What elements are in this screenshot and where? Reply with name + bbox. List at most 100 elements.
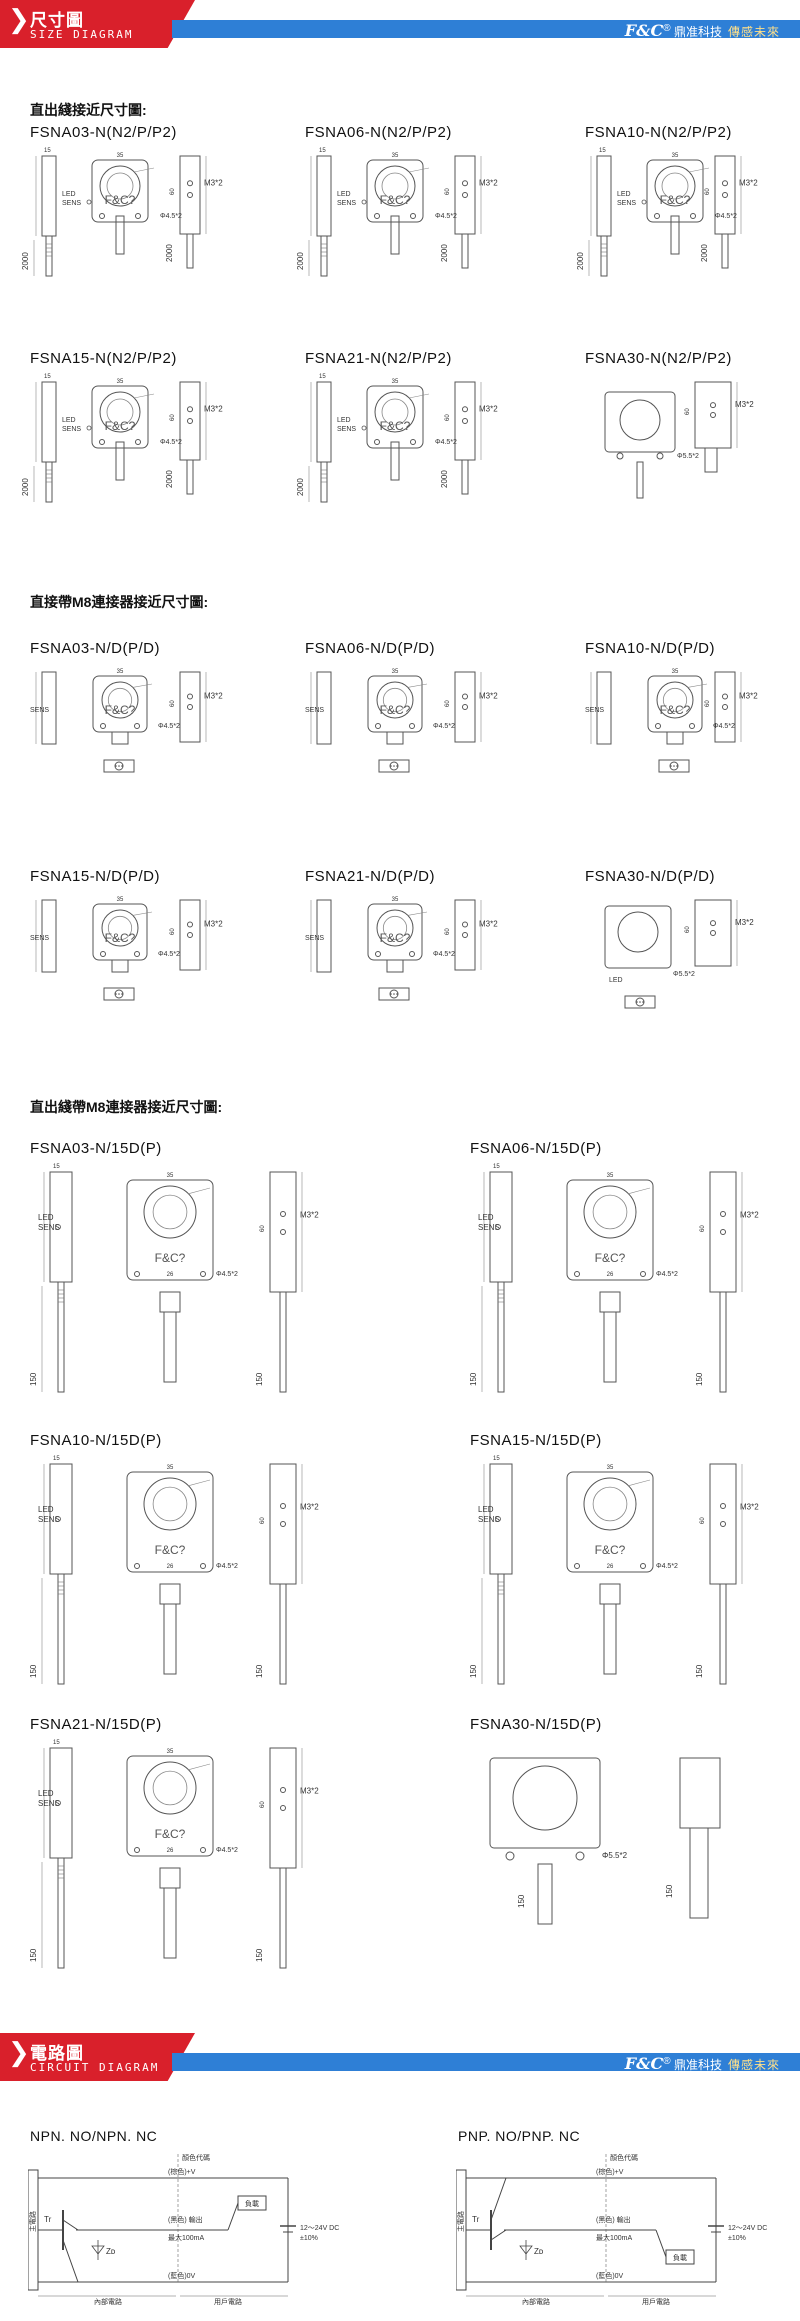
internal-circuit-label: 內部電路	[522, 2297, 550, 2305]
mount-hole-label: Φ4.5*2	[435, 213, 457, 220]
sensor-right-view	[454, 899, 476, 971]
mount-screw-label: M3*2	[300, 1211, 319, 1220]
brand-face-label: F&C?	[105, 931, 136, 945]
max-current-label: 最大100mA	[596, 2233, 633, 2242]
model-label: FSNA30-N/15D(P)	[470, 1716, 602, 1733]
brand-face-label: F&C?	[380, 931, 411, 945]
mount-screw-label: M3*2	[204, 920, 223, 929]
width-dim-label: 35	[392, 379, 399, 385]
led-label: LED	[62, 191, 76, 198]
sens-label: SENS	[30, 707, 49, 714]
chevron-right-icon: ❯	[8, 4, 30, 34]
m8-connector	[378, 759, 410, 773]
m8-connector	[658, 759, 690, 773]
sensing-ring	[374, 165, 416, 207]
color-code-label: 顏色代碼	[182, 2153, 210, 2162]
sensor-right-view	[269, 1747, 297, 1869]
wire-0v-label: (藍色)0V	[596, 2271, 624, 2280]
sensor-front-view	[366, 385, 424, 449]
cable	[57, 1857, 65, 1969]
circuit-title-pnp: PNP. NO/PNP. NC	[458, 2128, 581, 2144]
sensor-right-view	[454, 381, 476, 461]
cable-length-label: 150	[255, 1664, 264, 1678]
mount-screw-label: M3*2	[479, 692, 498, 701]
m8-connector	[378, 987, 410, 1001]
mount-hole-label: Φ5.5*2	[602, 1851, 628, 1860]
sensor-front-view	[126, 1179, 214, 1281]
model-label: FSNA15-N/15D(P)	[470, 1432, 602, 1449]
mount-screw-label: M3*2	[739, 692, 758, 701]
sensing-ring	[374, 391, 416, 433]
led-label: LED	[337, 191, 351, 198]
brand-face-label: F&C?	[155, 1251, 186, 1265]
cable	[497, 1573, 505, 1685]
led-label: LED	[38, 1505, 54, 1514]
model-label: FSNA10-N/15D(P)	[30, 1432, 162, 1449]
cable-length-label: 150	[469, 1372, 478, 1386]
cable-length-label: 150	[255, 1372, 264, 1386]
circuit-diagram-banner: ❯ 電路圖 CIRCUIT DIAGRAM F&C® 鼎准科技傳感未來	[0, 2033, 800, 2081]
model-label: FSNA10-N(N2/P/P2)	[585, 124, 732, 141]
height-dim-label: 60	[260, 1801, 266, 1808]
user-circuit-label: 用戶電路	[642, 2297, 670, 2305]
dimension-drawing: Φ5.5*2M3*260	[604, 381, 754, 499]
sensor-side-view	[596, 155, 612, 237]
cable-length-label: 2000	[165, 470, 174, 488]
sens-label: SENS	[478, 1223, 500, 1232]
width-dim-label: 35	[167, 1465, 174, 1471]
sensor-side-view	[41, 899, 57, 973]
group-title-cable-m8: 直出綫帶M8連接器接近尺寸圖:	[30, 1099, 223, 1115]
model-label: FSNA06-N/15D(P)	[470, 1140, 602, 1157]
mount-hole-label: Φ4.5*2	[158, 951, 180, 958]
sensor-right-view	[694, 899, 732, 967]
mount-hole-label: Φ4.5*2	[433, 723, 455, 730]
zener-label: Zᴅ	[106, 2247, 116, 2256]
brand-logo: F&C® 鼎准科技傳感未來	[624, 2054, 780, 2073]
mount-screw-label: M3*2	[479, 179, 498, 188]
sensor-side-view	[316, 671, 332, 745]
supply-voltage-label: 12～24V DC	[300, 2225, 339, 2232]
transistor-label: Tr	[472, 2215, 480, 2224]
led-label: LED	[62, 417, 76, 424]
sensing-ring	[376, 909, 414, 947]
sens-label: SENS	[585, 707, 604, 714]
mount-screw-label: M3*2	[739, 179, 758, 188]
sensing-ring	[99, 391, 141, 433]
sens-label: SENS	[305, 935, 324, 942]
internal-circuit-label: 內部電路	[94, 2297, 122, 2305]
mount-hole-label: Φ4.5*2	[216, 1271, 238, 1278]
sensor-right-view	[709, 1171, 737, 1293]
cable-length-label: 2000	[21, 478, 30, 496]
sensor-front-view	[489, 1757, 601, 1849]
mount-hole-label: Φ4.5*2	[160, 213, 182, 220]
dim-label: 26	[607, 1272, 614, 1278]
mount-screw-label: M3*2	[735, 918, 754, 927]
mount-screw-label: M3*2	[204, 405, 223, 414]
mount-screw-label: M3*2	[300, 1503, 319, 1512]
led-label: LED	[609, 977, 623, 984]
cable-length-label: 150	[469, 1664, 478, 1678]
sensor-side-view	[41, 671, 57, 745]
chevron-right-icon: ❯	[8, 2037, 30, 2067]
width-dim-label: 15	[319, 148, 326, 154]
width-dim-label: 35	[607, 1173, 614, 1179]
sensor-side-view	[41, 155, 57, 237]
cable-length-label: 150	[29, 1948, 38, 1962]
dim-label: 26	[167, 1564, 174, 1570]
height-dim-label: 60	[445, 188, 451, 195]
cable-length-label: 2000	[576, 252, 585, 270]
model-label: FSNA30-N/D(P/D)	[585, 868, 716, 885]
width-dim-label: 35	[117, 379, 124, 385]
cable-length-label: 2000	[700, 244, 709, 262]
height-dim-label: 60	[445, 700, 451, 707]
sensor-front-view	[566, 1471, 654, 1573]
sensing-ring	[583, 1185, 637, 1239]
led-label: LED	[478, 1213, 494, 1222]
